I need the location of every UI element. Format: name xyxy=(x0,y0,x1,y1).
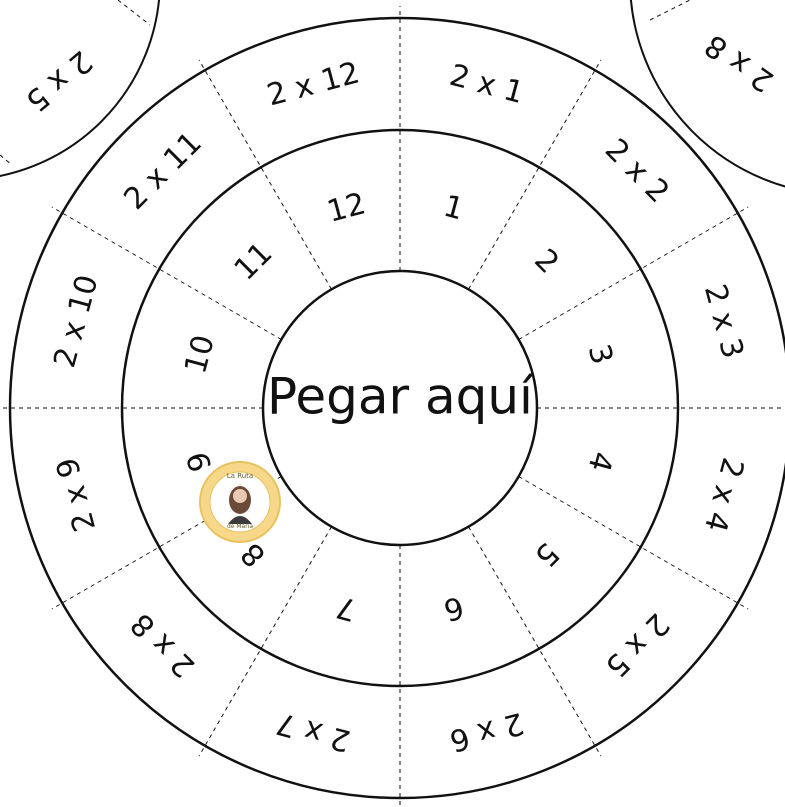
outer-product: 2 x 12 xyxy=(263,55,363,113)
inner-number: 10 xyxy=(178,331,222,377)
inner-number: 12 xyxy=(323,186,369,230)
inner-number: 1 xyxy=(440,189,468,228)
inner-number: 4 xyxy=(581,448,620,476)
inner-number: 3 xyxy=(581,341,620,369)
outer-product: 2 x 7 xyxy=(273,705,355,758)
logo-text-line2: de Maria xyxy=(227,523,253,530)
outer-product: 2 x 8 xyxy=(124,606,202,684)
inner-number: 2 xyxy=(527,242,565,280)
inner-number: 11 xyxy=(228,236,280,288)
outer-product: 2 x 2 xyxy=(598,132,676,210)
outer-product: 2 x 10 xyxy=(47,271,105,371)
inner-number: 7 xyxy=(333,589,361,628)
outer-product: 2 x 9 xyxy=(50,454,103,536)
outer-product: 2 x 1 xyxy=(446,58,528,111)
outer-product: 2 x 4 xyxy=(697,454,750,536)
center-label: Pegar aquí xyxy=(267,368,535,426)
logo-text-line1: La Ruta xyxy=(227,472,253,480)
inner-number: 6 xyxy=(440,589,468,628)
neighbor-left-label: 2 x 5 xyxy=(19,43,99,118)
outer-product: 2 x 5 xyxy=(598,606,676,684)
logo-badge: La Ruta de Maria xyxy=(200,462,280,542)
neighbor-wheel-left: 2 x 5 xyxy=(0,0,160,180)
outer-product: 2 x 3 xyxy=(697,281,750,363)
outer-product: 2 x 11 xyxy=(117,125,208,216)
neighbor-right-label: 2 x 8 xyxy=(699,27,781,99)
outer-product: 2 x 6 xyxy=(446,705,528,758)
inner-number: 5 xyxy=(527,535,565,573)
